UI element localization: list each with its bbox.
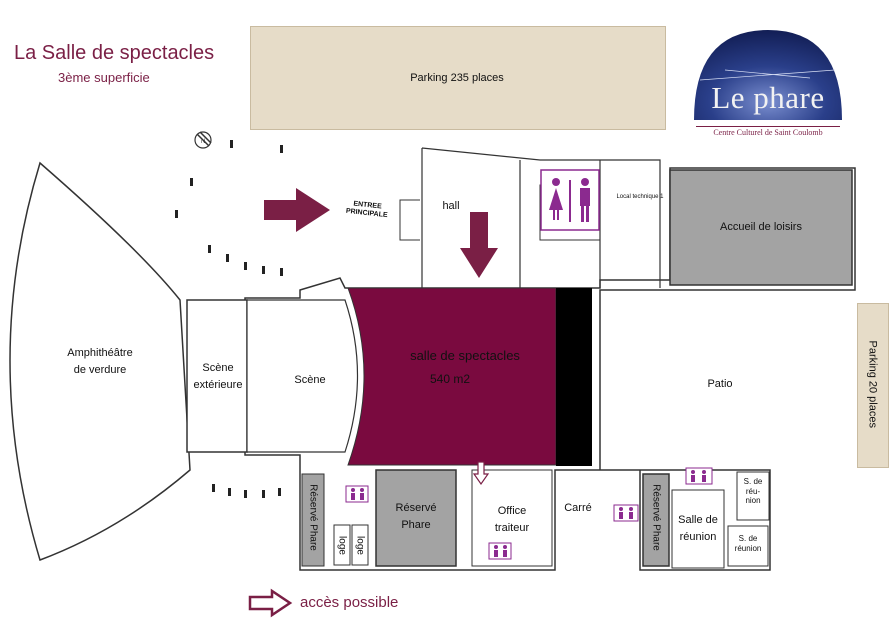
parking-side xyxy=(857,303,889,468)
reserve-right-box xyxy=(642,473,670,567)
salle-area-label: 540 m2 xyxy=(429,372,471,386)
salle-spectacles xyxy=(347,287,557,466)
logo-phare: phare xyxy=(753,80,825,115)
carre-label: Carré xyxy=(564,502,592,514)
scene-ext-line1: Scène xyxy=(202,362,234,374)
office-line2: traiteur xyxy=(494,521,530,534)
s-reunion-1-line1: S. de xyxy=(743,477,763,486)
scene-room xyxy=(246,299,359,453)
hall-label: hall xyxy=(442,200,460,212)
loge-2-label: loge xyxy=(354,536,366,555)
reserve-mid-label: Réservé Phare xyxy=(376,500,456,533)
access-arrow-small xyxy=(472,461,490,486)
salle-reunion-line1: Salle de xyxy=(678,514,718,526)
logo-caption: Centre Culturel de Saint Coulomb xyxy=(696,126,840,137)
page-subtitle: 3ème superficie xyxy=(58,70,150,85)
s-reunion-1-line2: réu- xyxy=(745,486,761,496)
amphi-line2: de verdure xyxy=(73,363,127,376)
amphitheatre-steps xyxy=(175,140,283,498)
reserve-left-label: Réservé Phare xyxy=(307,484,319,551)
salle-black-band xyxy=(556,288,592,466)
page-title: La Salle de spectacles xyxy=(14,42,215,64)
wc-top-icon xyxy=(549,178,590,222)
parking-top xyxy=(250,26,666,130)
wc-small-icons xyxy=(345,467,713,560)
compass-icon: N xyxy=(194,131,212,149)
legend-label: accès possible xyxy=(300,594,399,611)
amphi-label: Amphithéâtre de verdure xyxy=(40,345,160,378)
logo xyxy=(694,30,842,120)
salle-reunion-label: Salle de réunion xyxy=(672,512,724,545)
s-reunion-1-label: S. de réu- nion xyxy=(737,477,769,506)
reserve-right-label: Réservé Phare xyxy=(650,484,662,551)
office-traiteur xyxy=(471,469,553,567)
reserve-left-box xyxy=(301,473,325,567)
accueil-label: Accueil de loisirs xyxy=(720,221,802,233)
legend-arrow-icon xyxy=(248,588,293,618)
scene-label: Scène xyxy=(294,374,326,386)
loge-2 xyxy=(351,524,369,566)
s-reunion-1-line3: nion xyxy=(745,496,761,506)
amphi-line1: Amphithéâtre xyxy=(67,347,133,359)
hall-walls xyxy=(421,147,661,288)
s-reunion-2-line2: réunion xyxy=(734,543,762,553)
s-reunion-2-label: S. de réunion xyxy=(728,534,768,553)
loge-1-label: loge xyxy=(336,536,348,555)
reserve-mid-box xyxy=(375,469,457,567)
logo-le: Le xyxy=(711,80,754,115)
svg-text:N: N xyxy=(201,139,205,145)
amphitheatre-shape xyxy=(9,161,191,561)
s-reunion-2 xyxy=(727,525,769,567)
scene-ext-label: Scène extérieure xyxy=(187,360,249,393)
loge-1 xyxy=(333,524,351,566)
access-arrow-entree xyxy=(264,188,330,232)
local-label: Local technique 1 xyxy=(616,194,664,200)
access-arrow-hall xyxy=(460,212,498,278)
scene-ext-line2: extérieure xyxy=(193,378,243,391)
s-reunion-2-line1: S. de xyxy=(738,534,758,543)
reserve-mid-line2: Phare xyxy=(401,518,431,531)
office-label: Office traiteur xyxy=(472,503,552,536)
office-line1: Office xyxy=(497,505,527,517)
salle-reunion-line2: réunion xyxy=(679,530,717,543)
logo-text: Le phare xyxy=(694,80,842,116)
s-reunion-1 xyxy=(736,471,770,521)
reserve-mid-line1: Réservé xyxy=(395,502,437,514)
accueil-loisirs xyxy=(669,169,853,286)
salle-reunion xyxy=(671,489,725,569)
parking-top-label: Parking 235 places xyxy=(410,72,504,84)
patio-label: Patio xyxy=(707,378,733,390)
salle-label: salle de spectacles xyxy=(410,348,520,363)
